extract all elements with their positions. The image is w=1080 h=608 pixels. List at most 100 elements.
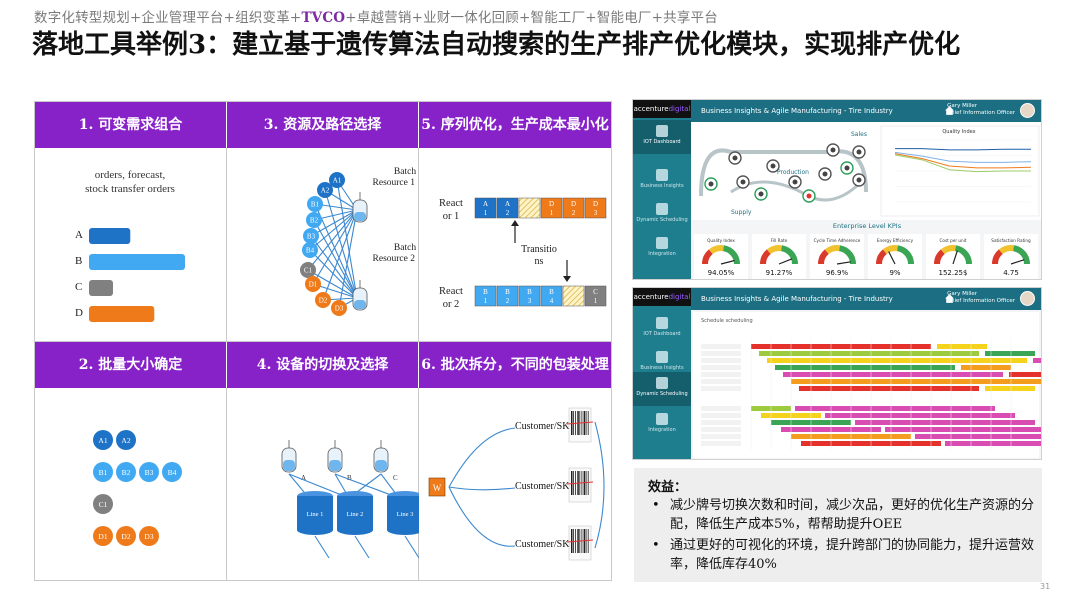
resource-node-label: C1: [304, 267, 313, 275]
gauge-needle: [778, 258, 793, 265]
quality-series-line: [895, 148, 1031, 151]
quality-series-line: [894, 151, 1032, 163]
gantt-bar[interactable]: [767, 358, 1027, 363]
avatar[interactable]: [1020, 291, 1035, 306]
kpi-card[interactable]: [926, 234, 980, 279]
gantt-bar[interactable]: [1009, 372, 1042, 377]
gantt-row-label: [701, 386, 741, 391]
batch-node: [139, 462, 159, 482]
demand-bar: [89, 280, 113, 296]
transition-arrow-up-head: [511, 220, 519, 226]
gantt-bar[interactable]: [795, 406, 995, 411]
home-icon[interactable]: [944, 293, 955, 304]
route-line: [310, 235, 358, 299]
gauge-segment: [702, 249, 713, 265]
gantt-bar[interactable]: [961, 365, 1011, 370]
gantt-bar[interactable]: [825, 413, 1015, 418]
gantt-bar[interactable]: [759, 351, 979, 356]
gauge-segment: [1012, 245, 1030, 265]
gantt-row-label: [701, 372, 741, 377]
gantt-bar[interactable]: [915, 434, 1042, 439]
gantt-bar[interactable]: [751, 344, 931, 349]
cell1-note-line1: orders, forecast,: [95, 169, 166, 181]
avatar[interactable]: [1020, 103, 1035, 118]
line-cylinder-bottom: [337, 525, 373, 535]
batch-node: [93, 462, 113, 482]
barcode-stripe: [571, 411, 573, 435]
tank-fill: [283, 460, 295, 471]
gauge-segment: [992, 249, 1003, 265]
dash1-nav-scheduling[interactable]: Dynamic Scheduling: [633, 198, 691, 232]
kpi-value: 9%: [889, 269, 900, 277]
gantt-bar[interactable]: [783, 372, 1003, 377]
gantt-row-label: [701, 434, 741, 439]
flow-production-label: Production: [777, 169, 809, 176]
dash2-brand-a: accenture: [633, 293, 669, 301]
tank-label: A: [301, 474, 306, 482]
dash2-nav-insights[interactable]: Business Insights: [633, 346, 691, 380]
kpi-card[interactable]: [868, 234, 922, 279]
tank-fill: [375, 460, 387, 471]
kpi-value: 4.75: [1003, 269, 1019, 277]
production-line-label: Line 2: [347, 511, 364, 518]
transition-arrow-down-head: [563, 276, 571, 282]
dash1-nav-insights[interactable]: Business Insights: [633, 164, 691, 198]
gantt-bar[interactable]: [985, 351, 1035, 356]
gantt-bar[interactable]: [791, 379, 1042, 384]
kpi-label: Satisfaction Rating: [991, 238, 1031, 243]
gantt-bar[interactable]: [855, 420, 1035, 425]
kpi-card[interactable]: [694, 234, 748, 279]
grid-header-1: 1. 可变需求组合: [35, 102, 227, 148]
route-line: [309, 209, 358, 251]
gantt-bar[interactable]: [799, 386, 979, 391]
kpi-card[interactable]: [752, 234, 806, 279]
dash1-brand-b: digital: [668, 105, 691, 113]
reactor2-label-l1: React: [439, 286, 463, 297]
resource-node: [305, 276, 321, 292]
route-line: [314, 203, 358, 299]
dash1-nav-iot[interactable]: IOT Dashboard: [633, 120, 691, 154]
bar-label: D: [75, 307, 83, 319]
gantt-bar[interactable]: [775, 365, 955, 370]
gantt-row-label: [701, 427, 741, 432]
kpi-label: Cycle Time Adherence: [814, 238, 861, 243]
barcode-stripe: [573, 411, 574, 435]
sequence-block: [562, 285, 585, 307]
kpi-card[interactable]: [984, 234, 1038, 279]
process-node-dot: [844, 165, 850, 171]
dash2-nav-iot[interactable]: IOT Dashboard: [633, 312, 691, 346]
gauge-needle: [836, 261, 851, 265]
dash1-nav-integration[interactable]: Integration: [633, 232, 691, 266]
sequence-block-letter: D: [549, 200, 554, 208]
demand-bar: [89, 254, 185, 270]
gantt-bar[interactable]: [885, 427, 1042, 432]
kpi-card[interactable]: [810, 234, 864, 279]
barcode-stripe: [587, 471, 589, 495]
gantt-bar[interactable]: [945, 441, 1042, 446]
kpi-value: 96.9%: [826, 269, 849, 277]
batch2-label-l2: Resource 2: [373, 254, 416, 264]
output-line: [314, 535, 330, 559]
gantt-bar[interactable]: [937, 344, 987, 349]
gantt-bar[interactable]: [1033, 358, 1042, 363]
bar-label: C: [75, 281, 82, 293]
gantt-bar[interactable]: [985, 386, 1035, 391]
cell1-svg: orders, forecast, stock transfer orders …: [75, 169, 185, 322]
sequence-block-letter: D: [571, 200, 576, 208]
sequence-block-number: 3: [528, 297, 532, 305]
quality-chart-title: Quality Index: [942, 129, 975, 135]
sequence-block-number: 1: [484, 297, 488, 305]
return-arrow: [594, 421, 605, 549]
dash2-nav-integration[interactable]: Integration: [633, 408, 691, 442]
gantt-row-label: [701, 420, 741, 425]
batch1-label-l2: Resource 1: [373, 178, 416, 188]
sku-label: Customer/SKU 2: [515, 481, 584, 492]
home-icon[interactable]: [944, 105, 955, 116]
dash2-nav-scheduling[interactable]: Dynamic Scheduling: [633, 372, 691, 406]
demand-bar: [89, 306, 155, 322]
